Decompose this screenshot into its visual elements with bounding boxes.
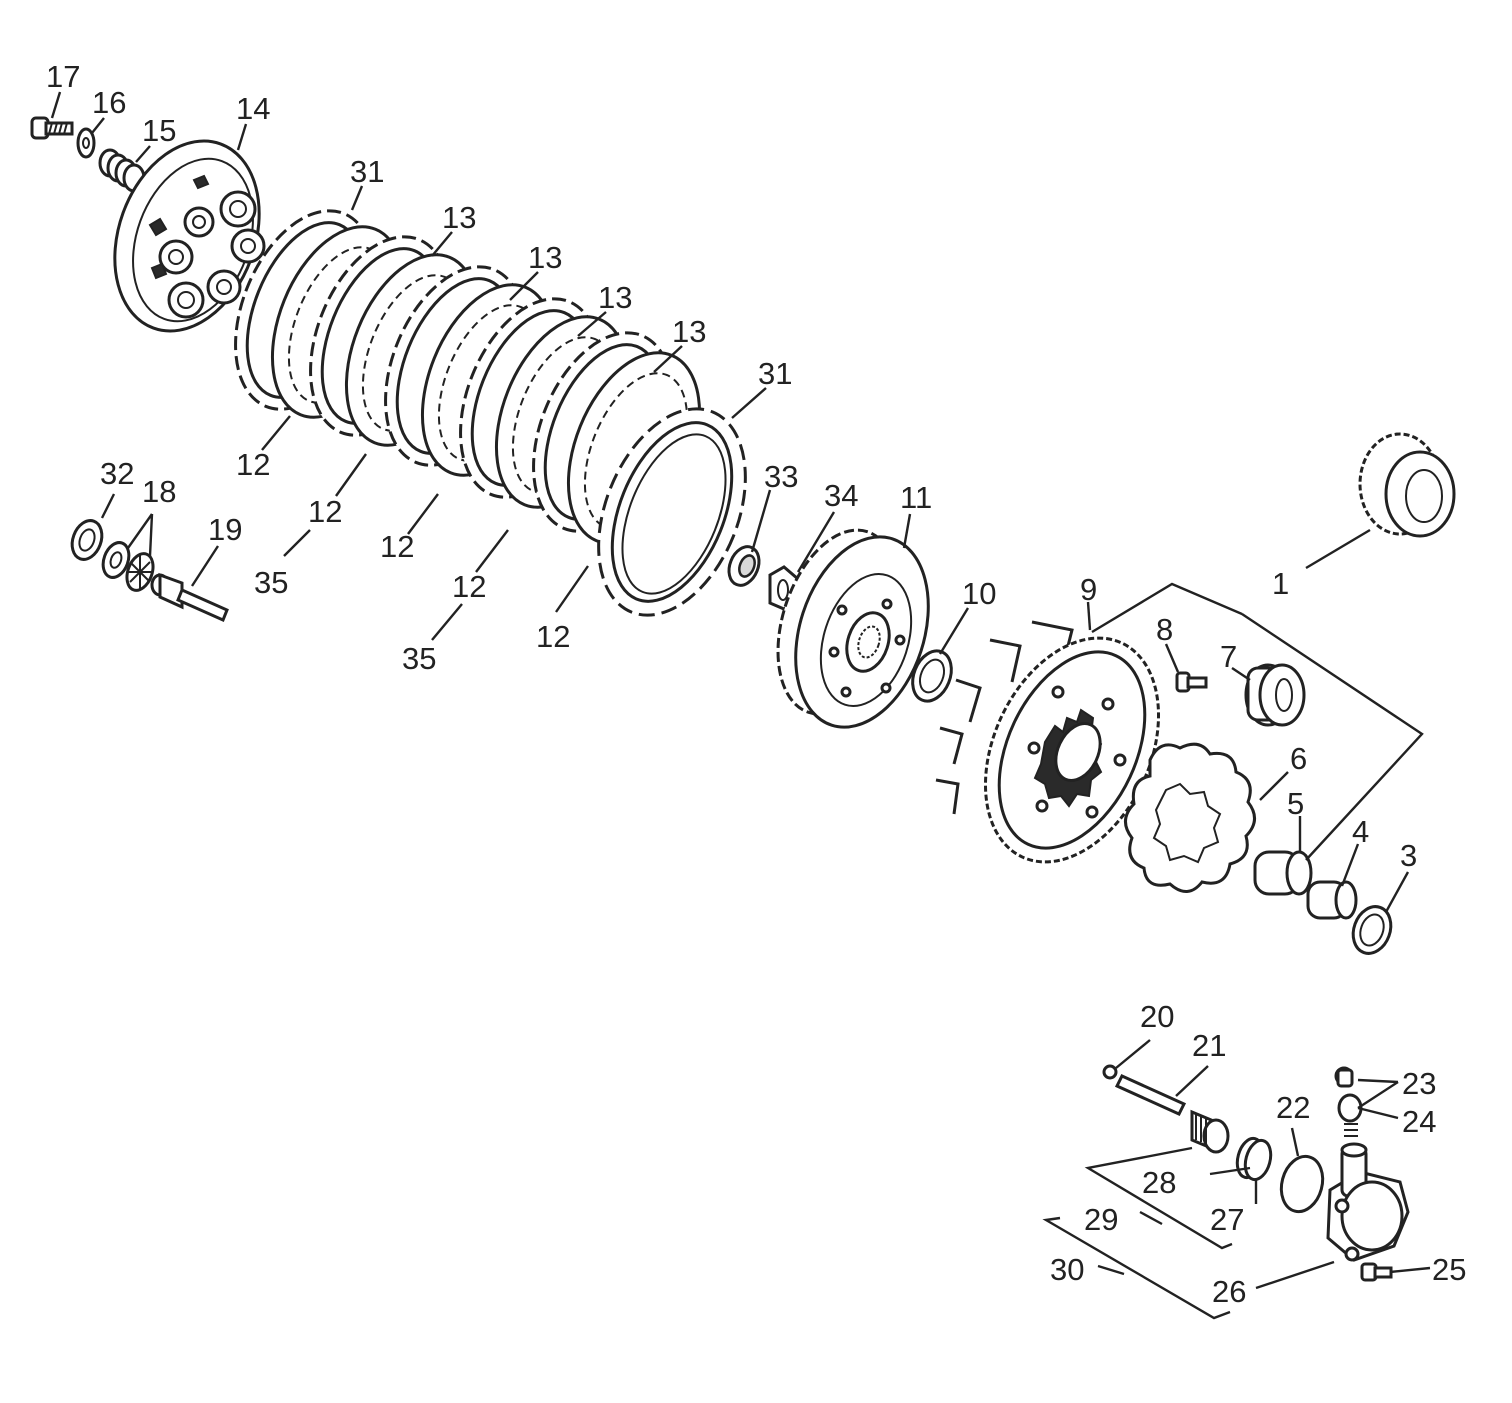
part-32-washer xyxy=(70,519,104,561)
callout-8: 8 xyxy=(1156,612,1173,647)
callout-18: 18 xyxy=(142,474,176,509)
callout-27: 27 xyxy=(1210,1202,1244,1237)
part-27-seal xyxy=(1235,1136,1273,1182)
callout-25: 25 xyxy=(1432,1252,1466,1287)
part-14-pressure-plate xyxy=(113,139,266,333)
callout-6: 6 xyxy=(1290,741,1307,776)
callout-30: 30 xyxy=(1050,1252,1084,1287)
callout-16: 16 xyxy=(92,85,126,120)
part-18-thrust-bearing xyxy=(101,541,155,592)
part-25-bolt xyxy=(1360,1262,1393,1282)
callout-29: 29 xyxy=(1084,1202,1118,1237)
callout-9: 9 xyxy=(1080,572,1097,607)
part-31-friction-plate xyxy=(597,407,747,617)
callout-4: 4 xyxy=(1352,814,1369,849)
part-1-primary-gear xyxy=(1358,432,1456,538)
callout-31-top: 31 xyxy=(350,154,384,189)
part-9-clutch-basket xyxy=(935,620,1161,864)
part-24-bleed-cap xyxy=(1337,1093,1363,1137)
callout-15: 15 xyxy=(142,113,176,148)
callout-1: 1 xyxy=(1272,566,1289,601)
part-3-washer xyxy=(1351,905,1393,955)
part-23-bleed-screw xyxy=(1334,1066,1354,1088)
leader-lines xyxy=(50,91,1431,1320)
part-33-bearing xyxy=(727,545,761,587)
callout-35-a: 35 xyxy=(254,565,288,600)
callout-13-b: 13 xyxy=(528,240,562,275)
callout-12-d: 12 xyxy=(452,569,486,604)
callout-31-front: 31 xyxy=(758,356,792,391)
callout-13-a: 13 xyxy=(442,200,476,235)
part-10-washer xyxy=(911,649,953,703)
part-6-backing-plate xyxy=(1124,742,1256,893)
callout-numbers: 17 16 15 14 31 13 13 13 13 31 12 12 12 1… xyxy=(46,59,1466,1309)
callout-12-e: 12 xyxy=(536,619,570,654)
part-7-bush xyxy=(1244,663,1306,727)
callout-33: 33 xyxy=(764,459,798,494)
callout-13-c: 13 xyxy=(598,280,632,315)
callout-5: 5 xyxy=(1287,786,1304,821)
callout-23: 23 xyxy=(1402,1066,1436,1101)
callout-32: 32 xyxy=(100,456,134,491)
part-20-ball xyxy=(1102,1064,1118,1080)
callout-13-d: 13 xyxy=(672,314,706,349)
callout-26: 26 xyxy=(1212,1274,1246,1309)
callout-21: 21 xyxy=(1192,1028,1226,1063)
part-21-pushrod xyxy=(1114,1074,1187,1116)
callout-7: 7 xyxy=(1220,639,1237,674)
callout-28: 28 xyxy=(1142,1165,1176,1200)
callout-3: 3 xyxy=(1400,838,1417,873)
callout-12-b: 12 xyxy=(308,494,342,529)
callout-35-b: 35 xyxy=(402,641,436,676)
callout-11: 11 xyxy=(900,480,932,515)
callout-34: 34 xyxy=(824,478,858,513)
callout-20: 20 xyxy=(1140,999,1174,1034)
callout-14: 14 xyxy=(236,91,270,126)
callout-12-a: 12 xyxy=(236,447,270,482)
part-11-clutch-hub xyxy=(776,528,930,729)
callout-19: 19 xyxy=(208,512,242,547)
part-4-bush xyxy=(1306,880,1358,920)
callout-10: 10 xyxy=(962,576,996,611)
callout-22: 22 xyxy=(1276,1090,1310,1125)
callout-12-c: 12 xyxy=(380,529,414,564)
callout-24: 24 xyxy=(1402,1104,1436,1139)
clutch-plate-stack xyxy=(234,209,747,617)
part-17-bolt xyxy=(30,116,74,140)
part-22-o-ring xyxy=(1279,1154,1325,1214)
part-28-piston xyxy=(1190,1109,1230,1154)
part-8-pin xyxy=(1175,671,1208,693)
part-5-bush xyxy=(1253,850,1313,896)
part-19-push-rod xyxy=(150,572,229,623)
part-26-slave-cylinder xyxy=(1326,1142,1410,1262)
part-16-washer xyxy=(76,127,96,159)
callout-17: 17 xyxy=(46,59,80,94)
